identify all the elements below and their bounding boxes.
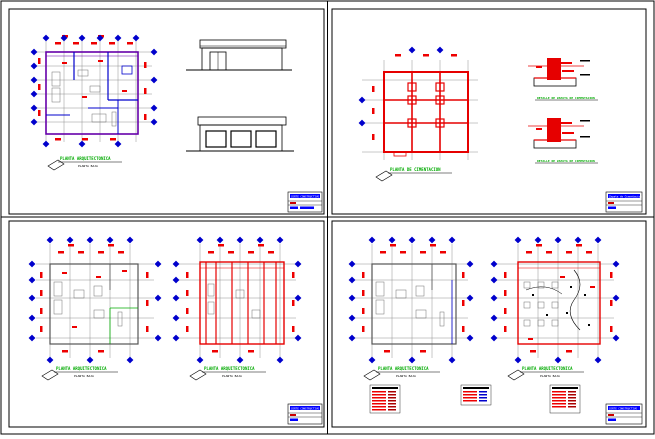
- floor-plan-top-left: PLANTA ARQUITECTONICA PLANTA BAJA: [30, 34, 158, 171]
- plan-caption: PLANTA ARQUITECTONICA: [60, 156, 111, 161]
- title-block-top-left: CORTE CONSTRUCTIVO: [287, 191, 323, 213]
- footing-detail-1: DETALLE DE ZAPATA DE CIMENTACION: [528, 58, 598, 101]
- svg-text:DETALLE DE ZAPATA DE CIMENTACI: DETALLE DE ZAPATA DE CIMENTACION: [537, 96, 595, 100]
- legend-table-3: [549, 384, 581, 414]
- svg-text:CORTE CONSTRUCTIVO: CORTE CONSTRUCTIVO: [291, 406, 320, 410]
- svg-text:CORTE CONSTRUCTIVO: CORTE CONSTRUCTIVO: [609, 406, 638, 410]
- svg-text:PLANTA ARQUITECTONICA: PLANTA ARQUITECTONICA: [378, 366, 429, 371]
- plan-subcaption: PLANTA BAJA: [78, 164, 98, 168]
- floor-plan-bottom-right-2: PLANTA ARQUITECTONICA PLANTA BAJA: [490, 236, 620, 381]
- title-block-top-right: Zapata de Cimentacion: [605, 191, 643, 213]
- svg-text:PLANTA ARQUITECTONICA: PLANTA ARQUITECTONICA: [522, 366, 573, 371]
- svg-text:CORTE CONSTRUCTIVO: CORTE CONSTRUCTIVO: [291, 194, 320, 198]
- legend-table-1: [369, 384, 401, 414]
- panel-top-left: [8, 8, 325, 215]
- floor-plan-bottom-right-1: PLANTA ARQUITECTONICA PLANTA BAJA: [348, 236, 474, 381]
- floor-plan-bottom-left-2: PLANTA ARQUITECTONICA PLANTA BAJA: [172, 236, 302, 381]
- panel-bottom-left: [8, 220, 325, 428]
- svg-text:Zapata de Cimentacion: Zapata de Cimentacion: [609, 194, 642, 198]
- svg-text:PLANTA BAJA: PLANTA BAJA: [396, 374, 416, 378]
- footing-detail-2: DETALLE DE ZAPATA DE CIMENTACION: [528, 118, 598, 164]
- svg-text:PLANTA ARQUITECTONICA: PLANTA ARQUITECTONICA: [204, 366, 255, 371]
- title-block-bottom-right: CORTE CONSTRUCTIVO: [605, 403, 643, 425]
- facade-side: [186, 116, 294, 152]
- facade-front: [186, 39, 292, 71]
- legend-table-2: [460, 384, 492, 406]
- floor-plan-bottom-left-1: PLANTA ARQUITECTONICA PLANTA BAJA: [28, 236, 162, 381]
- panel-top-right: [331, 8, 647, 215]
- foundation-plan: PLANTA DE CIMENTACION: [358, 46, 478, 182]
- svg-text:PLANTA BAJA: PLANTA BAJA: [74, 374, 94, 378]
- svg-text:PLANTA ARQUITECTONICA: PLANTA ARQUITECTONICA: [56, 366, 107, 371]
- title-block-bottom-left: CORTE CONSTRUCTIVO: [287, 403, 323, 425]
- foundation-caption: PLANTA DE CIMENTACION: [390, 167, 441, 172]
- svg-text:PLANTA BAJA: PLANTA BAJA: [222, 374, 242, 378]
- panel-bottom-right: [331, 220, 647, 428]
- svg-text:DETALLE DE ZAPATA DE CIMENTACI: DETALLE DE ZAPATA DE CIMENTACION: [537, 159, 595, 163]
- svg-text:PLANTA BAJA: PLANTA BAJA: [540, 374, 560, 378]
